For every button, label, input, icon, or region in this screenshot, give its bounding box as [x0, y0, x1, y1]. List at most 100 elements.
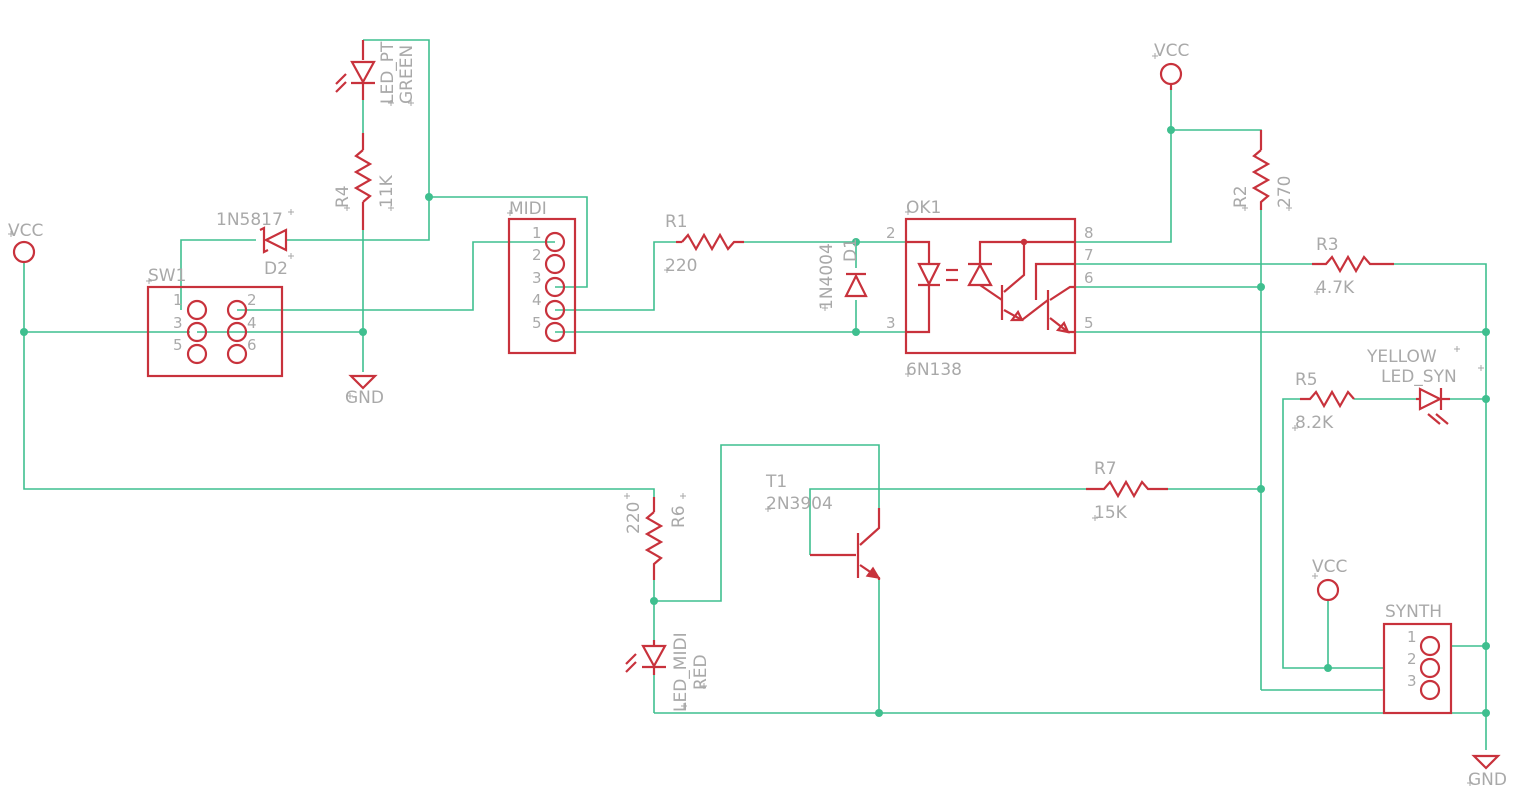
- r1-name-label: R1: [665, 212, 688, 232]
- sw1-pin-6: [226, 343, 248, 365]
- t1-value-label: 2N3904: [766, 494, 833, 514]
- ground-icon: [1471, 754, 1501, 770]
- wires: [23, 39, 1487, 750]
- ok1-arrow-icon: [1009, 309, 1024, 322]
- sw1-name-label: SW1: [148, 266, 186, 286]
- synth-body: [1382, 622, 1453, 715]
- ok1-internal-wire: [1021, 299, 1049, 321]
- ok1-internal-wire: [979, 284, 1003, 301]
- synth-pin-label: 3: [1407, 672, 1417, 690]
- led-pt-ray-icon: [335, 81, 347, 93]
- led-midi-triangle-icon: [641, 644, 667, 669]
- gnd-mid-symbol: GND: [345, 374, 384, 408]
- junction: [1167, 126, 1175, 134]
- led-syn-ray-icon: [1435, 413, 1449, 425]
- ok1-internal-wire: [1034, 262, 1076, 300]
- gnd-right-label: GND: [1468, 770, 1507, 790]
- resistor-r2: R2 270: [1231, 130, 1295, 210]
- wire-ok1-pin8-to-vcc: [1076, 90, 1172, 243]
- sw1-body: [146, 285, 284, 378]
- t1-name-label: T1: [765, 472, 787, 492]
- midi-pin-5: [544, 321, 566, 343]
- midi-pin-label: 4: [532, 291, 542, 309]
- resistor-r1: R1 220: [665, 212, 744, 276]
- t1-collector: [859, 508, 881, 546]
- junction: [1324, 664, 1332, 672]
- sw1-pin-label: 5: [173, 336, 183, 354]
- d1-triangle-icon: [844, 273, 868, 298]
- ok1-internal-dot: [1020, 238, 1028, 246]
- sw1-pin-label: 4: [247, 314, 257, 332]
- ok1-led-triangle-icon: [917, 262, 941, 287]
- sw1-pin-2: [226, 299, 248, 321]
- junction: [1482, 395, 1490, 403]
- junction: [1482, 328, 1490, 336]
- sw1-pin-label: 6: [247, 336, 257, 354]
- r3-zigzag-icon: [1312, 254, 1394, 274]
- r6-name-label: R6: [669, 505, 689, 528]
- resistor-r4: R4 11K: [333, 133, 397, 230]
- vcc-ring-icon: [1159, 62, 1183, 86]
- synth-name-label: SYNTH: [1385, 602, 1442, 622]
- led-pt: LED_PT GREEN: [335, 40, 417, 104]
- led-pt-name-label: LED_PT: [378, 41, 398, 104]
- led-midi: LED_MIDI RED: [625, 632, 711, 712]
- diode-d2: 1N5817 D2: [216, 210, 288, 279]
- vcc-top-symbol: VCC: [1154, 41, 1189, 90]
- d2-name-label: D2: [264, 259, 288, 279]
- resistor-r6: 220 R6: [624, 497, 689, 580]
- led-midi-ray-icon: [625, 661, 637, 673]
- led-syn-triangle-icon: [1418, 387, 1443, 411]
- r5-name-label: R5: [1295, 370, 1318, 390]
- junction: [425, 193, 433, 201]
- wire-t1-base-to-r7: [809, 488, 1086, 555]
- wire-d2-to-sw1: [180, 239, 256, 310]
- wire-midi-pin4-to-r1: [555, 241, 676, 311]
- gnd-right-symbol: GND: [1468, 754, 1507, 790]
- vcc-synth-symbol: VCC: [1312, 557, 1347, 602]
- junction: [650, 597, 658, 605]
- ok1-name-label: OK1: [906, 198, 941, 218]
- synth-pin-label: 1: [1407, 628, 1417, 646]
- junction: [20, 328, 28, 336]
- ok1-pin-label: 6: [1084, 269, 1094, 287]
- wire-led-pt-to-d2: [286, 39, 430, 241]
- r4-zigzag-icon: [353, 149, 373, 203]
- d2-value-label: 1N5817: [216, 210, 283, 230]
- sw1-pin-label: 2: [247, 291, 257, 309]
- led-syn: YELLOW LED_SYN: [1366, 347, 1457, 425]
- resistor-r3: R3 4.7K: [1312, 235, 1394, 298]
- midi-name-label: MIDI: [509, 199, 547, 219]
- r4-name-label: R4: [333, 185, 353, 208]
- d2-triangle-icon: [263, 228, 288, 252]
- synth-pin-label: 2: [1407, 650, 1417, 668]
- midi-pin-label: 2: [532, 246, 542, 264]
- ok1-arrow-icon: [1055, 320, 1070, 334]
- junction: [359, 328, 367, 336]
- junction: [852, 328, 860, 336]
- resistor-r7: R7 15K: [1086, 459, 1168, 523]
- synth-pin-2: [1419, 657, 1441, 679]
- ok1-pin-label: 7: [1084, 246, 1094, 264]
- junction: [875, 709, 883, 717]
- sw1-pin-label: 1: [173, 291, 183, 309]
- wire-midi-pin3: [429, 196, 588, 288]
- r3-name-label: R3: [1316, 235, 1339, 255]
- sw1-pin-4: [226, 321, 248, 343]
- junction: [1257, 283, 1265, 291]
- led-syn-value-label: YELLOW: [1366, 347, 1437, 367]
- wire-r3-to-gnd-bus: [1394, 263, 1487, 750]
- midi-pin-label: 5: [532, 314, 542, 332]
- ok1-internal-wire: [978, 240, 1076, 264]
- r1-zigzag-icon: [681, 232, 744, 252]
- ok1-led-lead: [906, 240, 931, 264]
- led-syn-ray-icon: [1427, 413, 1441, 425]
- r5-zigzag-icon: [1300, 389, 1355, 409]
- synth-pin-1: [1419, 635, 1441, 657]
- sw1-pin-label: 3: [173, 314, 183, 332]
- r6-zigzag-icon: [644, 511, 664, 580]
- r1-value-label: 220: [665, 256, 697, 276]
- midi-pin-2: [544, 253, 566, 275]
- junction: [1257, 485, 1265, 493]
- vcc-left-symbol: VCC: [8, 221, 43, 264]
